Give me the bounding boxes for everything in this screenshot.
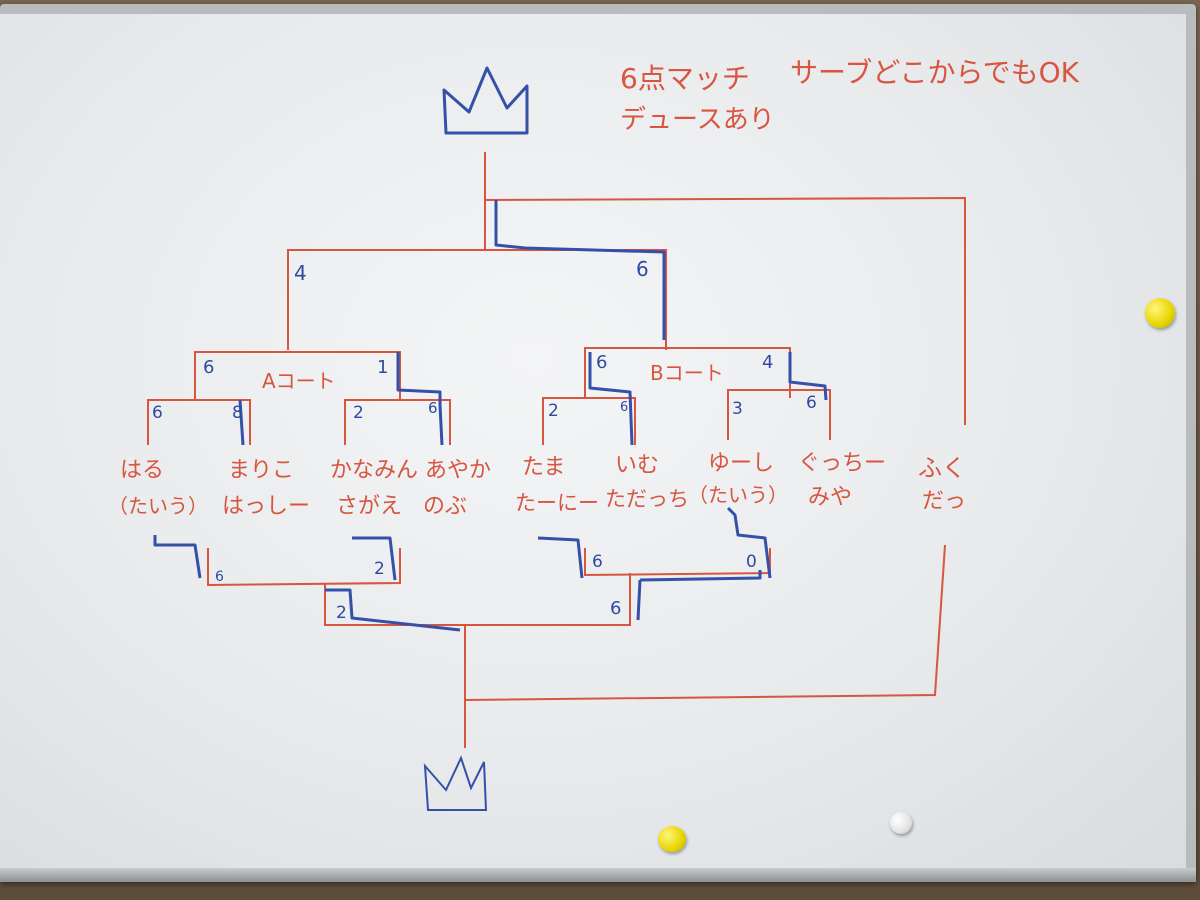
team-7-line2: （たいう） xyxy=(688,483,788,507)
score-bot-a-right: 2 xyxy=(374,559,385,579)
score-b-semi-left: 6 xyxy=(596,352,607,373)
crown-icon xyxy=(423,755,488,811)
marker-tray xyxy=(0,868,1196,882)
team-3-line1: かなみん xyxy=(330,458,418,483)
score-b-r1-m1-right: 6 xyxy=(620,400,628,415)
court-b-label: Bコート xyxy=(650,361,724,385)
score-b-semi-right: 4 xyxy=(762,352,773,373)
score-final-right: 6 xyxy=(636,257,649,281)
team-6-line2: ただっち xyxy=(605,487,689,511)
score-b-r1-m1-left: 2 xyxy=(548,401,559,421)
whiteboard xyxy=(0,14,1186,872)
team-8-line2: みや xyxy=(808,485,852,510)
score-bot-final-right: 6 xyxy=(610,598,621,619)
score-b-r1-m2-right: 6 xyxy=(806,393,817,413)
team-2-line2: はっしー xyxy=(222,494,310,519)
top-bracket xyxy=(147,152,966,446)
score-final-left: 4 xyxy=(294,261,307,285)
score-bot-final-left: 2 xyxy=(336,603,347,623)
team-2-line1: まりこ xyxy=(228,458,294,483)
score-bot-a-left: 6 xyxy=(215,569,224,585)
crown-icon xyxy=(442,66,529,135)
rule-deuce: デュースあり xyxy=(620,105,775,135)
score-a-r1-m1-left: 6 xyxy=(152,403,163,423)
magnet xyxy=(890,812,912,834)
magnet xyxy=(658,826,686,852)
score-b-r1-m2-left: 3 xyxy=(732,399,743,419)
team-1-line1: はる xyxy=(120,458,164,483)
team-8-line1: ぐっちー xyxy=(798,451,886,476)
score-a-r1-m1-right: 8 xyxy=(232,403,243,423)
team-5-line1: たま xyxy=(522,455,565,480)
team-4-line1: あやか xyxy=(425,458,491,483)
score-bot-b-right: 0 xyxy=(746,552,757,572)
score-a-semi-left: 6 xyxy=(203,357,214,378)
team-6-line1: いむ xyxy=(615,453,659,478)
court-a-label: Aコート xyxy=(262,369,336,393)
score-a-semi-right: 1 xyxy=(377,357,388,378)
team-3-line2: さがえ xyxy=(336,494,402,519)
bottom-bracket xyxy=(153,506,946,748)
rule-serve: サーブどこからでもOK xyxy=(790,56,1080,89)
team-9-line2: だっ xyxy=(922,489,966,514)
team-1-line2: （たいう） xyxy=(108,494,208,518)
magnet xyxy=(1145,298,1175,328)
rule-points: 6点マッチ xyxy=(620,62,750,95)
score-bot-b-left: 6 xyxy=(592,552,603,572)
score-a-r1-m2-left: 2 xyxy=(353,403,364,423)
team-4-line2: のぶ xyxy=(423,494,467,519)
team-9-line1: ふく xyxy=(918,454,966,482)
score-a-r1-m2-right: 6 xyxy=(428,399,438,417)
team-5-line2: たーにー xyxy=(515,491,599,515)
team-7-line1: ゆーし xyxy=(708,451,774,476)
